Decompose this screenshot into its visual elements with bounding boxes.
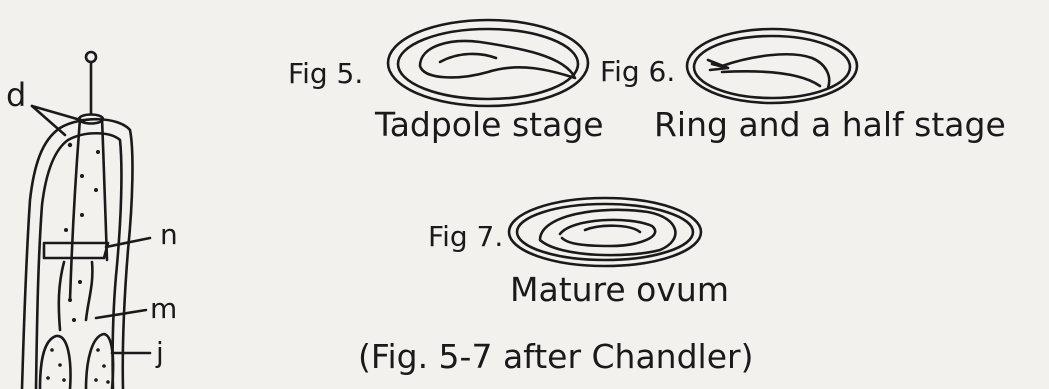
label-n: n bbox=[160, 218, 178, 251]
fig5-egg bbox=[388, 20, 588, 106]
leader-o-terminal bbox=[86, 52, 96, 62]
worm-stipple bbox=[46, 143, 110, 384]
credit-note: (Fig. 5-7 after Chandler) bbox=[358, 337, 753, 376]
label-d: d bbox=[6, 76, 26, 114]
fig7-label: Fig 7. bbox=[428, 220, 503, 253]
label-m: m bbox=[150, 292, 177, 325]
worm-nerve-ring bbox=[44, 243, 108, 258]
worm-esophagus-right bbox=[102, 118, 107, 260]
worm-gland-left bbox=[40, 336, 70, 389]
fig7-egg bbox=[509, 198, 701, 266]
fig7-caption: Mature ovum bbox=[510, 270, 729, 309]
worm-inner-wall bbox=[36, 133, 121, 389]
fig6-caption: Ring and a half stage bbox=[654, 105, 1006, 144]
label-j: j bbox=[155, 336, 164, 369]
leader-m bbox=[96, 310, 146, 318]
worm-anterior-drawing bbox=[22, 52, 150, 389]
fig6-egg bbox=[687, 29, 857, 103]
fig5-label: Fig 5. bbox=[288, 57, 363, 90]
fig6-label: Fig 6. bbox=[600, 55, 675, 88]
fig5-caption: Tadpole stage bbox=[374, 105, 604, 144]
